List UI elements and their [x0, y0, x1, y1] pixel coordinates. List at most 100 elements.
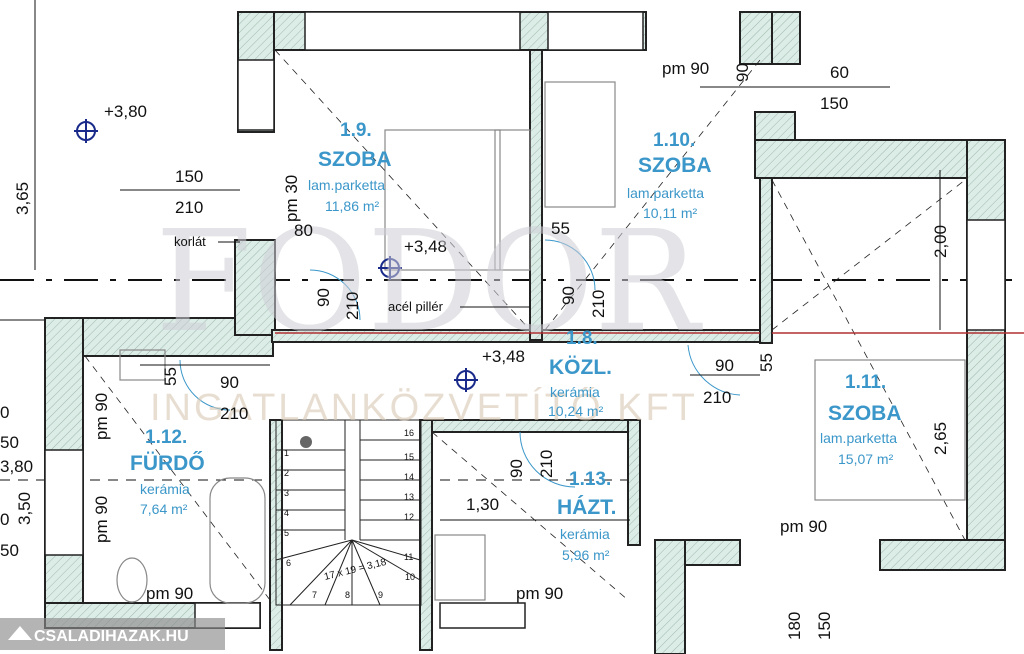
svg-text:lam.parketta: lam.parketta: [627, 185, 704, 201]
svg-text:SZOBA: SZOBA: [638, 154, 712, 177]
svg-text:7,64 m²: 7,64 m²: [140, 501, 188, 517]
svg-text:1.9.: 1.9.: [340, 120, 372, 141]
svg-text:1.10.: 1.10.: [653, 130, 695, 151]
door-swings: [179, 239, 741, 488]
dimension: 60: [830, 63, 849, 82]
dimension: 55: [551, 219, 570, 238]
svg-text:15,07 m²: 15,07 m²: [838, 451, 894, 467]
svg-text:HÁZT.: HÁZT.: [557, 496, 617, 519]
dimension: 55: [161, 367, 180, 386]
level-label: +3,48: [482, 347, 525, 366]
dimension: 210: [175, 198, 203, 217]
svg-text:kerámia: kerámia: [560, 526, 610, 542]
dimension: 90: [220, 373, 239, 392]
room-1-12: 1.12. FÜRDŐ kerámia 7,64 m²: [130, 427, 205, 517]
svg-text:1.13.: 1.13.: [569, 469, 611, 490]
railing-note: korlát: [174, 234, 206, 249]
dimension: 150: [815, 612, 834, 640]
svg-text:9: 9: [378, 590, 383, 600]
room-1-13: 1.13. HÁZT. kerámia 5,96 m²: [557, 469, 617, 563]
room-1-10: 1.10. SZOBA lam.parketta 10,11 m²: [627, 130, 712, 221]
dimension: 150: [175, 167, 203, 186]
dimension: 210: [343, 292, 362, 320]
svg-text:7: 7: [312, 590, 317, 600]
dimension: 50: [0, 541, 19, 560]
svg-text:11,86 m²: 11,86 m²: [325, 198, 380, 214]
svg-text:FÜRDŐ: FÜRDŐ: [130, 452, 205, 475]
svg-text:4: 4: [284, 508, 289, 518]
furniture: [116, 81, 966, 604]
dimension: pm 90: [146, 584, 193, 603]
svg-text:kerámia: kerámia: [140, 481, 190, 497]
svg-text:11: 11: [404, 552, 413, 562]
dimension: 3,80: [0, 457, 33, 476]
svg-text:5: 5: [284, 528, 289, 538]
level-label: +3,80: [104, 102, 147, 121]
dimension: 80: [294, 221, 313, 240]
svg-text:13: 13: [404, 492, 414, 502]
svg-text:SZOBA: SZOBA: [318, 148, 392, 171]
svg-text:10,24 m²: 10,24 m²: [548, 403, 604, 419]
svg-text:15: 15: [404, 452, 414, 462]
dimension: 210: [703, 388, 731, 407]
dimension: pm 90: [662, 59, 709, 78]
dimension: 210: [220, 404, 248, 423]
dimension: pm 30: [282, 175, 301, 222]
windows: [44, 11, 1006, 629]
svg-text:1: 1: [284, 448, 289, 458]
house-icon: [8, 626, 32, 640]
staircase: [275, 419, 422, 606]
dimension: 3,65: [13, 182, 32, 215]
dimension: 210: [589, 290, 608, 318]
svg-text:2: 2: [284, 468, 289, 478]
svg-text:10,11 m²: 10,11 m²: [643, 205, 698, 221]
dimension: pm 90: [780, 517, 827, 536]
steel-pillar-note: acél pillér: [388, 299, 444, 314]
stair-post-icon: [300, 436, 312, 448]
room-1-8: 1.8. KÖZL. kerámia 10,24 m²: [548, 328, 612, 419]
source-logo: CSALADIHAZAK.HU: [0, 618, 225, 650]
dimension: pm 90: [92, 496, 111, 543]
watermark-brand: FODOR: [155, 201, 703, 364]
svg-text:lam.parketta: lam.parketta: [820, 430, 897, 446]
dimension: 90: [715, 356, 734, 375]
dimension: 2,00: [931, 225, 950, 258]
svg-text:10: 10: [405, 572, 415, 582]
dimension: 0: [0, 510, 9, 529]
svg-text:SZOBA: SZOBA: [828, 402, 902, 425]
svg-text:CSALADIHAZAK.HU: CSALADIHAZAK.HU: [34, 628, 189, 645]
svg-text:1.8.: 1.8.: [566, 328, 598, 349]
svg-text:1.11.: 1.11.: [845, 372, 886, 393]
svg-text:lam.parketta: lam.parketta: [308, 177, 385, 193]
svg-text:KÖZL.: KÖZL.: [549, 356, 612, 379]
dimension: 90: [507, 459, 526, 478]
dimension: 210: [537, 450, 556, 478]
stair-step-numbers: 1 2 3 4 5 6 7 8 9 10 11 12 13 14 15 16: [284, 428, 415, 600]
dimension: pm 90: [92, 393, 111, 440]
level-marker-icon: [74, 119, 478, 392]
room-1-11: 1.11. SZOBA lam.parketta 15,07 m²: [820, 372, 902, 467]
dimension: 150: [820, 94, 848, 113]
dimension: 90: [559, 286, 578, 305]
dimension: 90: [314, 288, 333, 307]
svg-text:kerámia: kerámia: [550, 384, 600, 400]
dimension: 1,30: [466, 495, 499, 514]
room-1-9: 1.9. SZOBA lam.parketta 11,86 m²: [308, 120, 392, 214]
svg-text:6: 6: [286, 558, 291, 568]
svg-text:14: 14: [404, 472, 414, 482]
dimension: 0: [0, 403, 9, 422]
dimension: pm 90: [516, 584, 563, 603]
svg-text:12: 12: [404, 512, 414, 522]
dimension: 90: [733, 63, 752, 82]
dimension-lines: [120, 86, 941, 521]
dimension: 50: [0, 433, 19, 452]
level-label: +3,48: [404, 237, 447, 256]
dimension: 3,50: [15, 492, 34, 525]
diagonals: [84, 49, 966, 601]
svg-text:8: 8: [345, 590, 350, 600]
svg-text:16: 16: [404, 428, 414, 438]
watermark-subtitle: INGATLANKÖZVETÍTŐ KFT: [150, 386, 698, 429]
dimension: 180: [785, 612, 804, 640]
dimension: 55: [757, 353, 776, 372]
